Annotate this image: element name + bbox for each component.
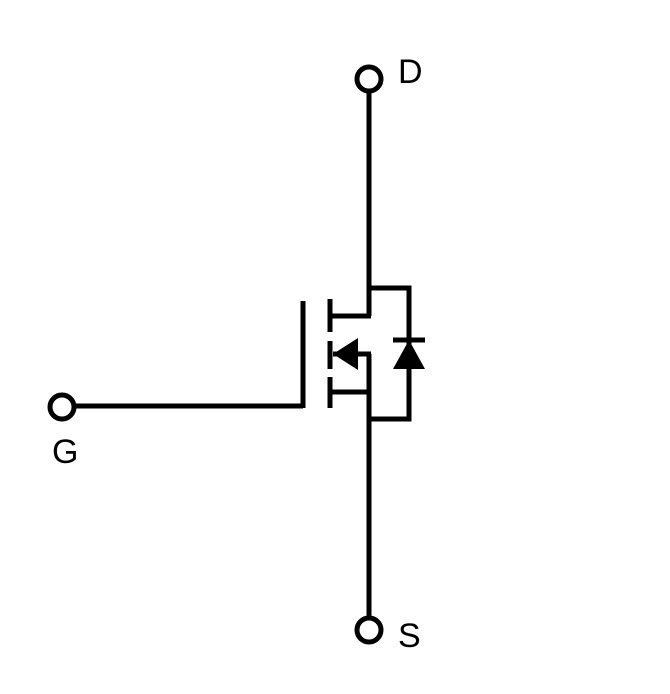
gate-label: G (52, 433, 78, 471)
body-arrow-icon (333, 338, 358, 370)
source-label: S (398, 617, 421, 655)
drain-label: D (398, 53, 423, 91)
gate-terminal[interactable] (47, 392, 77, 422)
source-terminal[interactable] (354, 615, 384, 645)
drain-terminal[interactable] (354, 64, 384, 94)
body-diode-triangle-icon (393, 340, 425, 369)
